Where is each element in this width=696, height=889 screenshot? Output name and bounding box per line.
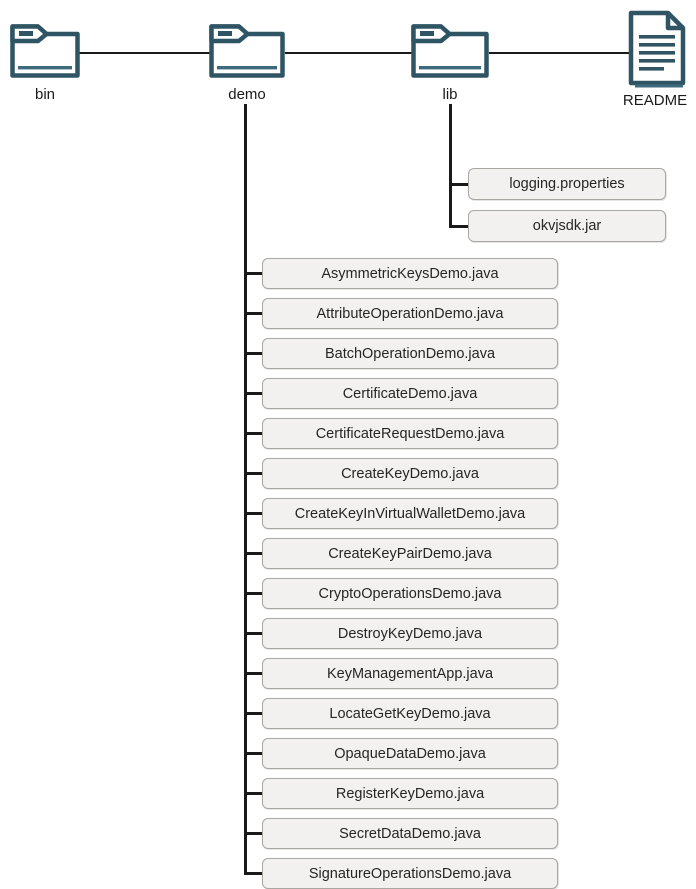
tree-leaf-demo[interactable]: BatchOperationDemo.java [262, 338, 558, 369]
folder-icon [209, 24, 285, 78]
connector-stub [244, 752, 262, 755]
tree-leaf-demo[interactable]: CryptoOperationsDemo.java [262, 578, 558, 609]
node-bin-label: bin [34, 86, 56, 103]
connector-demo-lib [285, 52, 413, 54]
tree-leaf-demo[interactable]: CertificateDemo.java [262, 378, 558, 409]
connector-stub [244, 632, 262, 635]
node-readme-label: README [622, 92, 688, 109]
tree-leaf-demo[interactable]: LocateGetKeyDemo.java [262, 698, 558, 729]
tree-leaf-demo[interactable]: AttributeOperationDemo.java [262, 298, 558, 329]
connector-lib-readme [489, 52, 631, 54]
tree-leaf-demo[interactable]: CreateKeyInVirtualWalletDemo.java [262, 498, 558, 529]
connector-stub [449, 224, 468, 228]
connector-stub [244, 712, 262, 715]
tree-leaf-demo[interactable]: CertificateRequestDemo.java [262, 418, 558, 449]
node-lib[interactable] [411, 14, 489, 78]
folder-icon [10, 24, 80, 78]
document-icon [628, 10, 686, 88]
connector-stub [244, 352, 262, 355]
tree-leaf-lib[interactable]: okvjsdk.jar [468, 210, 666, 242]
node-lib-label: lib [442, 86, 458, 103]
branch-spine-demo [244, 104, 247, 872]
connector-stub [244, 672, 262, 675]
tree-leaf-demo[interactable]: SecretDataDemo.java [262, 818, 558, 849]
node-readme[interactable] [628, 10, 690, 88]
tree-leaf-demo[interactable]: RegisterKeyDemo.java [262, 778, 558, 809]
node-demo[interactable] [209, 14, 285, 78]
tree-leaf-demo[interactable]: KeyManagementApp.java [262, 658, 558, 689]
connector-stub [244, 312, 262, 315]
tree-leaf-demo[interactable]: AsymmetricKeysDemo.java [262, 258, 558, 289]
connector-stub [244, 432, 262, 435]
connector-stub [244, 392, 262, 395]
connector-stub [449, 182, 468, 186]
tree-leaf-demo[interactable]: SignatureOperationsDemo.java [262, 858, 558, 889]
tree-leaf-demo[interactable]: CreateKeyDemo.java [262, 458, 558, 489]
tree-leaf-demo[interactable]: CreateKeyPairDemo.java [262, 538, 558, 569]
connector-stub [244, 472, 262, 475]
tree-leaf-lib[interactable]: logging.properties [468, 168, 666, 200]
connector-stub [244, 272, 262, 275]
connector-stub [244, 592, 262, 595]
connector-stub [244, 872, 262, 875]
node-demo-label: demo [228, 86, 266, 103]
tree-leaf-demo[interactable]: DestroyKeyDemo.java [262, 618, 558, 649]
connector-stub [244, 512, 262, 515]
node-bin[interactable] [10, 14, 80, 78]
connector-stub [244, 552, 262, 555]
connector-stub [244, 832, 262, 835]
connector-bin-demo [79, 52, 213, 54]
folder-icon [411, 24, 489, 78]
tree-leaf-demo[interactable]: OpaqueDataDemo.java [262, 738, 558, 769]
branch-spine-lib [449, 104, 452, 228]
connector-stub [244, 792, 262, 795]
